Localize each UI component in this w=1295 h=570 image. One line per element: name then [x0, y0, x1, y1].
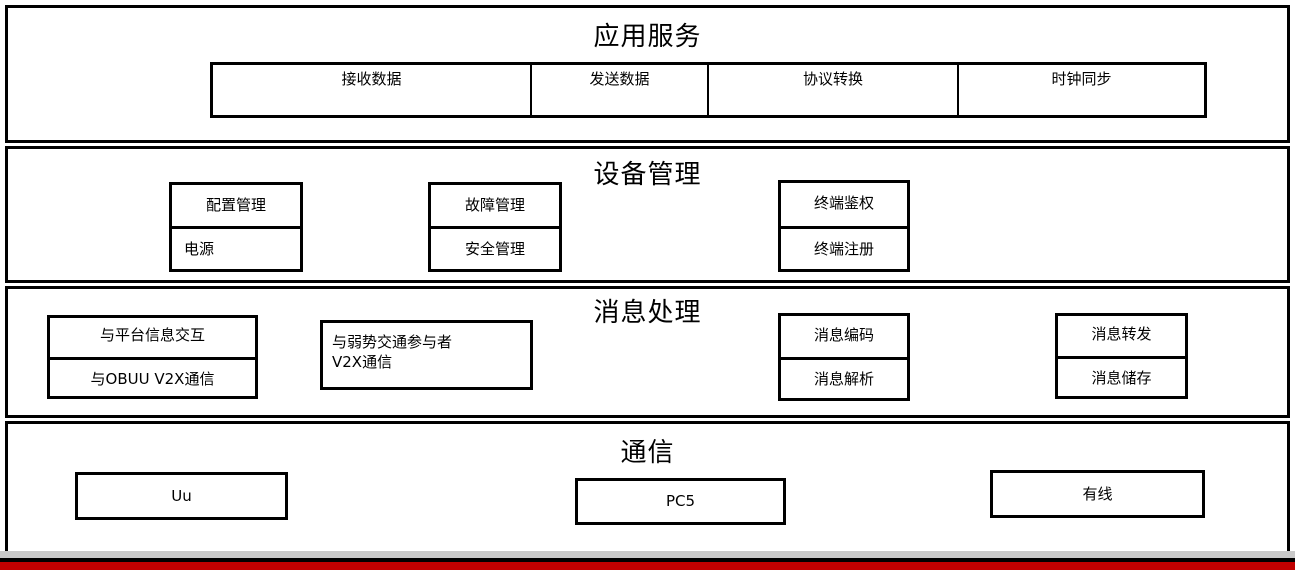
app-service-item-clock-sync[interactable]: 时钟同步: [1051, 70, 1112, 88]
table-separator: [530, 62, 532, 118]
bottom-accent-bar: [0, 562, 1295, 570]
bottom-border-line: [0, 558, 1295, 562]
message-item-vru-v2x[interactable]: 与弱势交通参与者 V2X通信: [332, 332, 527, 372]
message-item-store[interactable]: 消息储存: [1058, 369, 1185, 388]
app-service-item-send-data[interactable]: 发送数据: [589, 70, 650, 88]
device-item-terminal-registration[interactable]: 终端注册: [781, 240, 907, 259]
device-item-power[interactable]: 电源: [184, 240, 296, 259]
layer-title-communication: 通信: [620, 438, 675, 468]
table-separator: [957, 62, 959, 118]
device-item-config-management[interactable]: 配置管理: [172, 196, 300, 215]
comm-item-uu[interactable]: Uu: [78, 487, 285, 506]
group-divider: [169, 226, 303, 229]
layer-title-message-processing: 消息处理: [593, 298, 702, 328]
message-item-encode[interactable]: 消息编码: [781, 326, 907, 345]
message-item-platform-exchange[interactable]: 与平台信息交互: [50, 326, 255, 345]
device-item-terminal-auth[interactable]: 终端鉴权: [781, 194, 907, 213]
group-divider: [778, 357, 910, 360]
message-item-forward[interactable]: 消息转发: [1058, 325, 1185, 344]
message-item-obu-v2x[interactable]: 与OBUU V2X通信: [50, 370, 255, 389]
group-divider: [47, 357, 258, 360]
message-item-decode[interactable]: 消息解析: [781, 370, 907, 389]
group-divider: [1055, 356, 1188, 359]
group-divider: [428, 226, 562, 229]
app-service-item-protocol-conversion[interactable]: 协议转换: [802, 70, 863, 88]
device-item-fault-management[interactable]: 故障管理: [431, 196, 559, 215]
device-item-security-management[interactable]: 安全管理: [431, 240, 559, 259]
table-separator: [707, 62, 709, 118]
comm-item-wired[interactable]: 有线: [993, 485, 1202, 504]
group-divider: [778, 226, 910, 229]
comm-item-pc5[interactable]: PC5: [578, 492, 783, 511]
layer-title-device-management: 设备管理: [593, 160, 702, 190]
layer-title-application-services: 应用服务: [593, 22, 702, 52]
app-service-item-receive-data[interactable]: 接收数据: [341, 70, 402, 88]
bottom-shadow-line: [0, 551, 1295, 558]
